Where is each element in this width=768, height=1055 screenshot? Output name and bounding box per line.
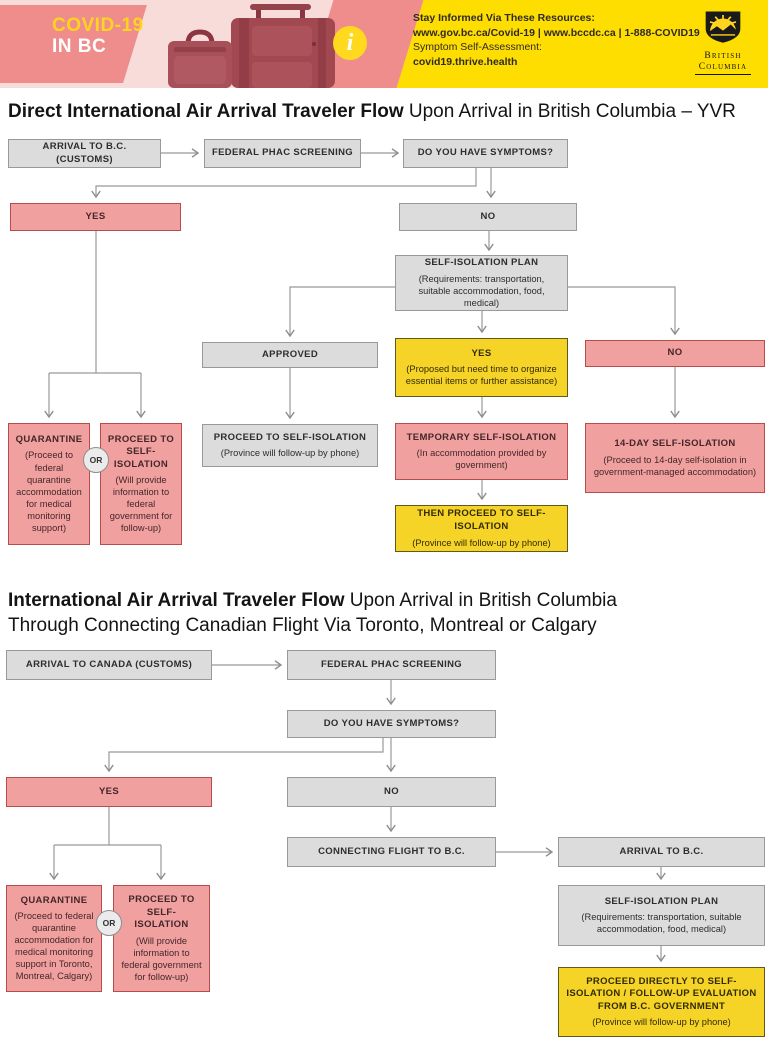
chart1-title-bold: Direct International Air Arrival Travele… xyxy=(8,101,404,122)
node-arrival-to-bc: ARRIVAL TO B.C. xyxy=(558,837,765,867)
node-14-day-self-isolation: 14-DAY SELF-ISOLATION (Proceed to 14-day… xyxy=(585,423,765,493)
node-quarantine-2: QUARANTINE (Proceed to federal quarantin… xyxy=(6,885,102,992)
node-title: PROCEED DIRECTLY TO SELF-ISOLATION / FOL… xyxy=(566,975,757,1012)
node-title: TEMPORARY SELF-ISOLATION xyxy=(406,431,557,443)
node-title: NO xyxy=(384,785,399,797)
node-title: APPROVED xyxy=(261,348,319,360)
node-proceed-to-self-isolation-federal: PROCEED TO SELF-ISOLATION (Will provide … xyxy=(100,423,182,545)
node-proceed-to-self-isolation: PROCEED TO SELF-ISOLATION (Province will… xyxy=(202,424,378,467)
node-federal-phac-screening-2: FEDERAL PHAC SCREENING xyxy=(287,650,496,680)
node-self-isolation-plan: SELF-ISOLATION PLAN (Requirements: trans… xyxy=(395,255,568,311)
badge-line-covid19: COVID-19 xyxy=(52,15,144,36)
chart1-section-title: Direct International Air Arrival Travele… xyxy=(8,99,736,124)
node-subtitle: (Requirements: transportation, suitable … xyxy=(581,912,742,935)
covid-badge-text: COVID-19 IN BC xyxy=(52,15,144,57)
node-title: FEDERAL PHAC SCREENING xyxy=(320,658,463,670)
node-proceed-directly-to-self-isolation: PROCEED DIRECTLY TO SELF-ISOLATION / FOL… xyxy=(558,967,765,1037)
or-badge: OR xyxy=(96,910,122,936)
node-symptoms-no-2: NO xyxy=(287,777,496,807)
node-title: SELF-ISOLATION PLAN xyxy=(604,895,719,907)
node-arrival-to-bc-customs: ARRIVAL TO B.C. (CUSTOMS) xyxy=(8,139,161,168)
node-title: YES xyxy=(471,347,492,359)
resources-panel: Stay Informed Via These Resources: www.g… xyxy=(413,11,700,69)
node-title: FEDERAL PHAC SCREENING xyxy=(211,147,354,159)
node-title: ARRIVAL TO B.C. xyxy=(619,845,704,857)
node-title: THEN PROCEED TO SELF-ISOLATION xyxy=(417,508,546,532)
node-subtitle: (Will provide information to federal gov… xyxy=(109,475,173,534)
node-title: ARRIVAL TO CANADA (CUSTOMS) xyxy=(25,658,193,670)
node-title: PROCEED TO SELF-ISOLATION xyxy=(107,433,175,470)
node-do-you-have-symptoms-2: DO YOU HAVE SYMPTOMS? xyxy=(287,710,496,738)
bc-logo: British Columbia xyxy=(686,10,760,75)
node-plan-no: NO xyxy=(585,340,765,367)
node-do-you-have-symptoms: DO YOU HAVE SYMPTOMS? xyxy=(403,139,568,168)
node-title: 14-DAY SELF-ISOLATION xyxy=(614,438,736,450)
self-assessment-label: Symptom Self-Assessment: xyxy=(413,41,542,53)
luggage-photo xyxy=(168,4,335,88)
chart1-title-rest: Upon Arrival in British Columbia – YVR xyxy=(403,101,736,122)
node-title: QUARANTINE xyxy=(15,433,83,445)
node-title: CONNECTING FLIGHT TO B.C. xyxy=(318,845,465,857)
node-subtitle: (Province will follow-up by phone) xyxy=(220,448,360,459)
info-icon: i xyxy=(333,26,367,60)
node-title: SELF-ISOLATION PLAN xyxy=(424,257,539,269)
node-subtitle: (Will provide information to federal gov… xyxy=(121,935,202,982)
node-then-proceed-to-self-isolation: THEN PROCEED TO SELF-ISOLATION (Province… xyxy=(395,505,568,552)
chart2-section-title: International Air Arrival Traveler Flow … xyxy=(8,588,617,638)
node-subtitle: (Proceed to federal quarantine accommoda… xyxy=(14,911,94,982)
node-title: PROCEED TO SELF-ISOLATION xyxy=(213,431,367,443)
node-title: DO YOU HAVE SYMPTOMS? xyxy=(417,147,554,159)
node-title: NO xyxy=(667,347,683,359)
node-proceed-to-self-isolation-federal-2: PROCEED TO SELF-ISOLATION (Will provide … xyxy=(113,885,210,992)
node-subtitle: (Province will follow-up by phone) xyxy=(592,1017,731,1028)
node-title: ARRIVAL TO B.C. (CUSTOMS) xyxy=(42,140,127,165)
stay-informed-label: Stay Informed Via These Resources: xyxy=(413,12,595,24)
resources-links: www.gov.bc.ca/Covid-19 | www.bccdc.ca | … xyxy=(413,26,700,39)
node-quarantine: QUARANTINE (Proceed to federal quarantin… xyxy=(8,423,90,545)
logo-text-british: British xyxy=(704,51,742,61)
node-subtitle: (Requirements: transportation, suitable … xyxy=(418,273,545,308)
node-federal-phac-screening: FEDERAL PHAC SCREENING xyxy=(204,139,361,168)
node-subtitle: (Province will follow-up by phone) xyxy=(412,537,551,548)
header-banner: COVID-19 IN BC i Stay Informed Via These… xyxy=(0,0,768,88)
node-plan-yes: YES (Proposed but need time to organize … xyxy=(395,338,568,397)
node-subtitle: (Proposed but need time to organize esse… xyxy=(405,364,558,387)
logo-shield-icon xyxy=(705,11,741,43)
node-symptoms-yes-2: YES xyxy=(6,777,212,807)
node-arrival-to-canada-customs: ARRIVAL TO CANADA (CUSTOMS) xyxy=(6,650,212,680)
node-title: NO xyxy=(480,210,496,222)
node-subtitle: (Proceed to 14-day self-isolation in gov… xyxy=(593,454,757,477)
node-title: YES xyxy=(98,785,120,797)
node-title: QUARANTINE xyxy=(20,894,88,906)
badge-line-inbc: IN BC xyxy=(52,36,107,57)
self-assessment-url: covid19.thrive.health xyxy=(413,55,518,68)
chart2-title-rest: Upon Arrival in British Columbia xyxy=(344,590,617,611)
node-title: YES xyxy=(85,210,106,222)
node-symptoms-yes: YES xyxy=(10,203,181,231)
chart2-title-line2: Through Connecting Canadian Flight Via T… xyxy=(8,615,597,636)
chart2-title-bold: International Air Arrival Traveler Flow xyxy=(8,590,345,611)
node-temporary-self-isolation: TEMPORARY SELF-ISOLATION (In accommodati… xyxy=(395,423,568,480)
node-plan-approved: APPROVED xyxy=(202,342,378,368)
node-subtitle: (In accommodation provided by government… xyxy=(416,448,547,471)
node-self-isolation-plan-2: SELF-ISOLATION PLAN (Requirements: trans… xyxy=(558,885,765,946)
node-subtitle: (Proceed to federal quarantine accommoda… xyxy=(16,450,82,533)
node-title: PROCEED TO SELF-ISOLATION xyxy=(128,894,195,931)
logo-underline xyxy=(695,74,751,75)
node-symptoms-no: NO xyxy=(399,203,577,231)
or-badge: OR xyxy=(83,447,109,473)
node-connecting-flight-to-bc: CONNECTING FLIGHT TO B.C. xyxy=(287,837,496,867)
logo-text-columbia: Columbia xyxy=(698,61,748,72)
node-title: DO YOU HAVE SYMPTOMS? xyxy=(323,717,460,729)
